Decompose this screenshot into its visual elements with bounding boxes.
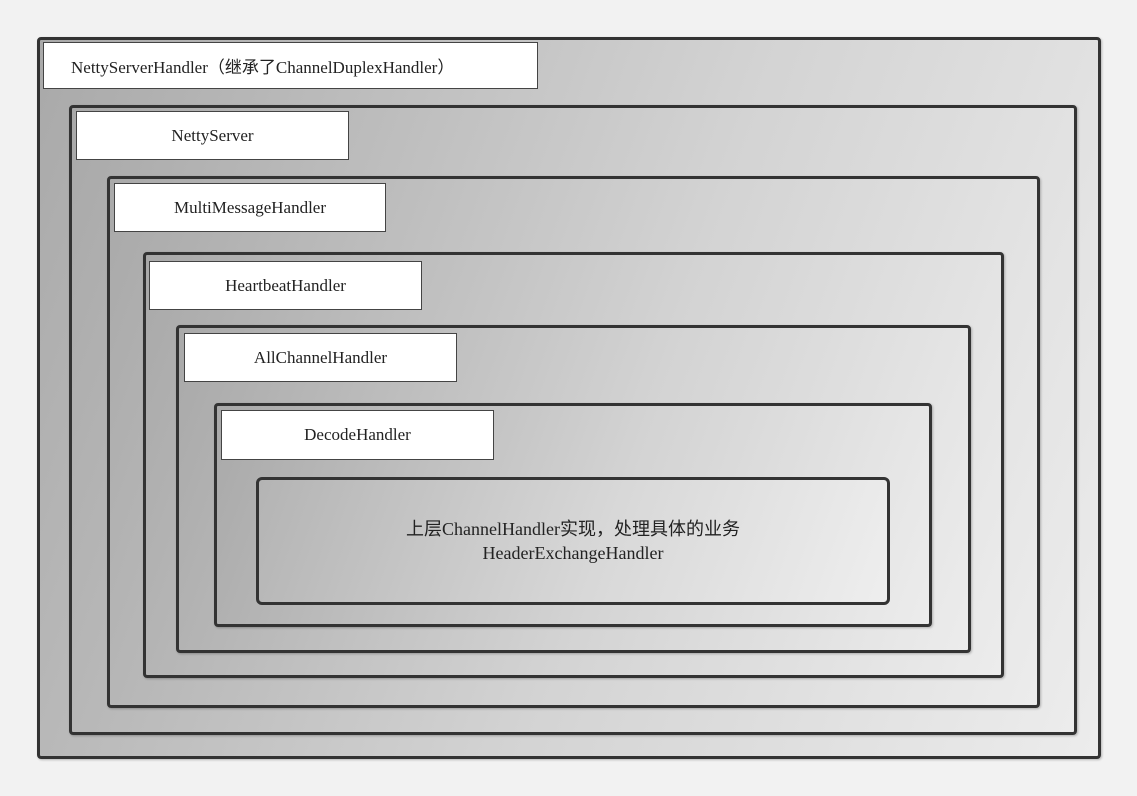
label-netty-server-handler: NettyServerHandler（继承了ChannelDuplexHandl… (43, 42, 538, 89)
core-description: 上层ChannelHandler实现，处理具体的业务 (406, 519, 740, 539)
label-netty-server: NettyServer (76, 111, 349, 160)
label-multi-message-handler: MultiMessageHandler (114, 183, 386, 232)
label-all-channel-handler: AllChannelHandler (184, 333, 457, 382)
label-heartbeat-handler: HeartbeatHandler (149, 261, 422, 310)
core-handler-name: HeaderExchangeHandler (482, 543, 664, 563)
core-header-exchange-handler: 上层ChannelHandler实现，处理具体的业务 HeaderExchang… (256, 477, 890, 605)
label-decode-handler: DecodeHandler (221, 410, 494, 460)
